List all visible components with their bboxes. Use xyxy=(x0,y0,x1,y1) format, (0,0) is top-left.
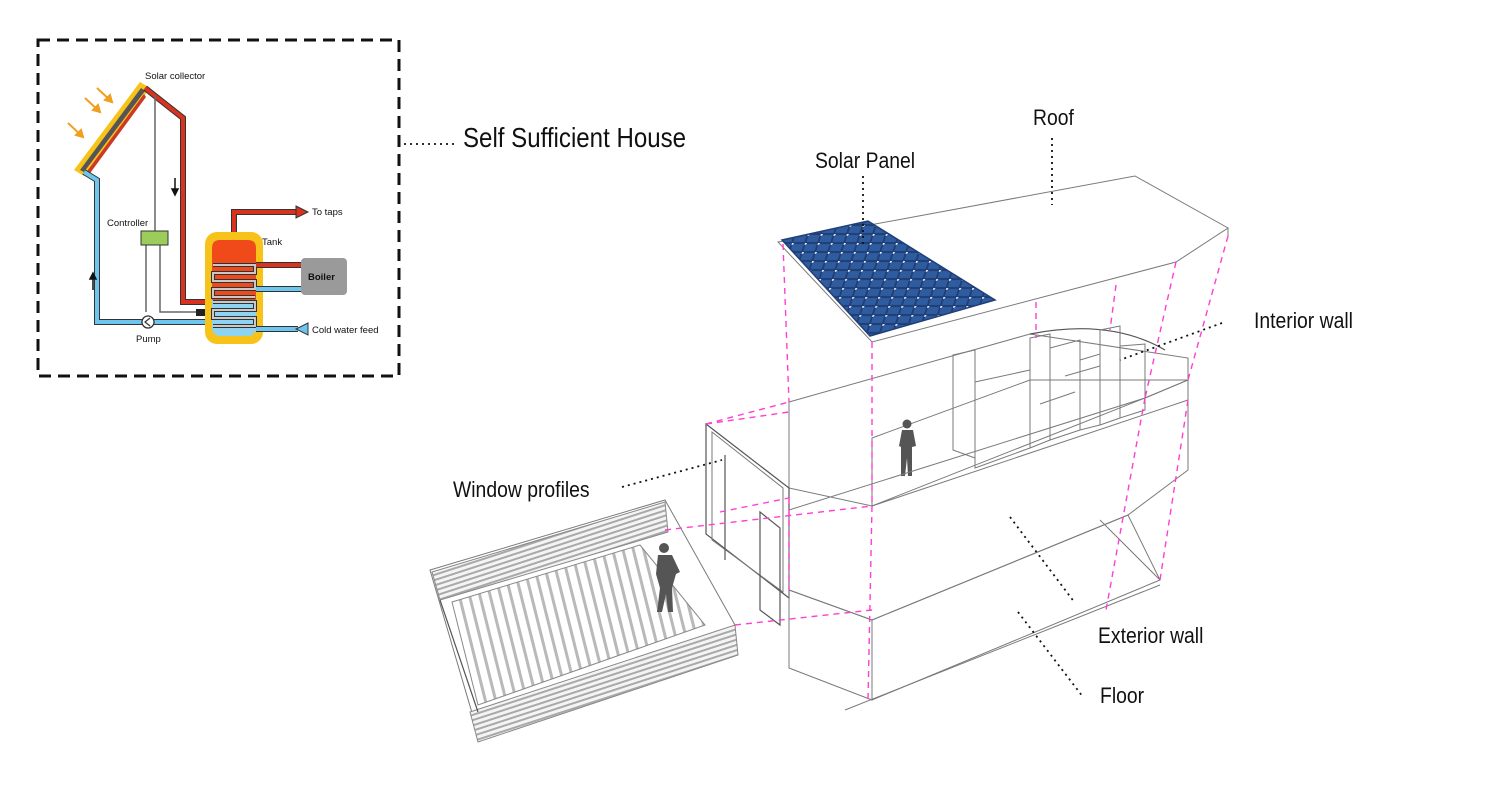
exterior-wall-layer xyxy=(759,379,1189,711)
label-tank: Tank xyxy=(262,237,282,248)
label-solar-panel: Solar Panel xyxy=(815,149,915,173)
label-cold-water-feed: Cold water feed xyxy=(312,325,379,336)
projection-lines xyxy=(664,235,1229,701)
label-roof: Roof xyxy=(1033,106,1074,130)
to-taps-arrow-icon xyxy=(295,205,310,219)
interior-wall-layer xyxy=(705,325,1189,600)
pump-icon xyxy=(141,315,155,329)
label-boiler: Boiler xyxy=(308,272,335,283)
label-window-profiles: Window profiles xyxy=(453,478,590,502)
person-silhouette-upper xyxy=(899,419,916,476)
boiler-icon xyxy=(301,258,347,295)
inset-frame xyxy=(36,38,401,378)
solar-collector-icon xyxy=(74,82,150,176)
label-exterior-wall: Exterior wall xyxy=(1098,624,1203,648)
label-floor: Floor xyxy=(1100,684,1144,708)
flow-arrow-icon xyxy=(88,178,180,290)
deck-extension xyxy=(429,499,739,743)
solar-heating-inset: Solar collector Controller Pump Tank To … xyxy=(36,38,401,378)
label-pump: Pump xyxy=(136,334,161,345)
sun-rays-icon xyxy=(67,87,114,139)
label-interior-wall: Interior wall xyxy=(1254,309,1353,333)
controller-icon xyxy=(140,230,169,246)
roof-layer xyxy=(777,175,1229,343)
solar-panel-icon xyxy=(780,220,997,337)
cold-feed-arrow-icon xyxy=(294,322,309,336)
label-solar-collector: Solar collector xyxy=(145,71,205,82)
label-controller: Controller xyxy=(107,218,148,229)
diagram-title: Self Sufficient House xyxy=(463,121,686,153)
person-silhouette-lower xyxy=(656,543,680,612)
label-to-taps: To taps xyxy=(312,207,343,218)
exploded-house xyxy=(429,175,1229,743)
tank-icon xyxy=(205,232,263,344)
